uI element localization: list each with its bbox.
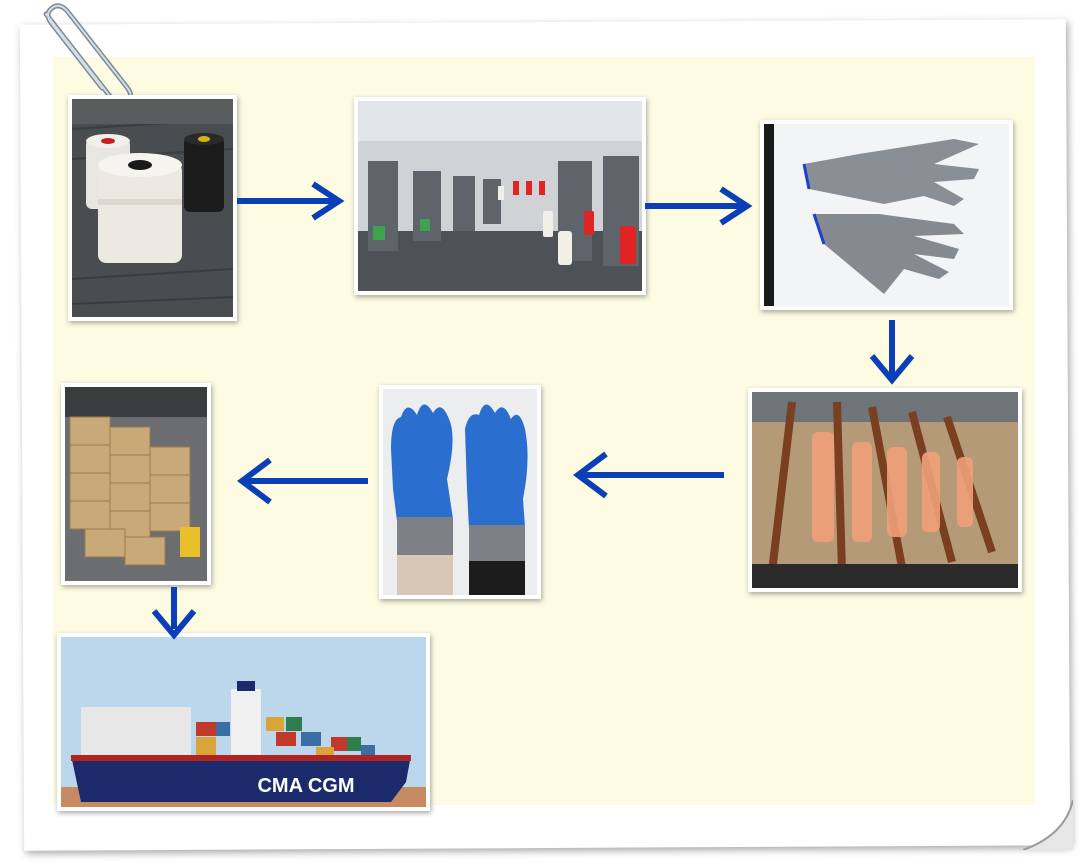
arrow-right-icon bbox=[237, 181, 345, 221]
arrow-right-icon bbox=[645, 186, 753, 226]
knitting-factory-photo bbox=[354, 97, 646, 295]
ship-hull-label: CMA CGM bbox=[257, 775, 354, 797]
arrow-down-icon bbox=[151, 587, 197, 640]
packed-boxes-photo bbox=[61, 383, 211, 585]
latex-dipping-line-photo bbox=[748, 388, 1022, 592]
grey-gloves-photo bbox=[760, 120, 1013, 310]
page-curl bbox=[1022, 800, 1073, 850]
arrow-left-icon bbox=[237, 457, 368, 505]
arrow-left-icon bbox=[573, 451, 724, 499]
yarn-spools-photo bbox=[68, 95, 237, 321]
arrow-down-icon bbox=[869, 320, 915, 385]
blue-coated-gloves-photo bbox=[379, 385, 541, 599]
container-ship-photo: CMA CGM bbox=[57, 633, 430, 811]
